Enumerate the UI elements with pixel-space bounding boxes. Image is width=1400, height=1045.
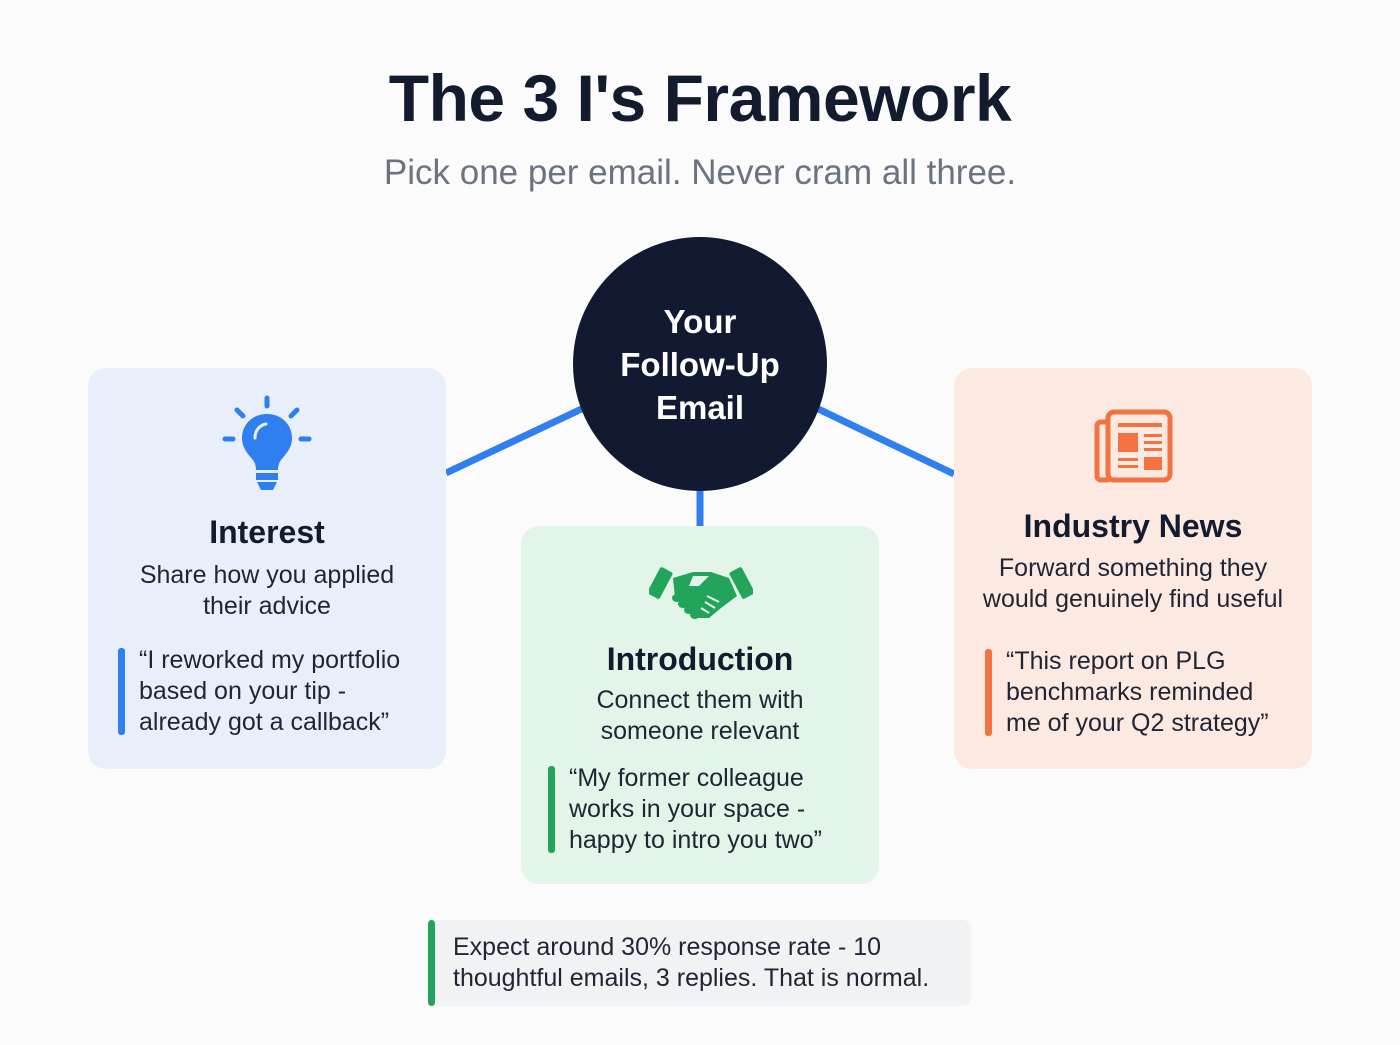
- desc-line: Share how you applied: [139, 561, 395, 589]
- quote-line: “I reworked my portfolio: [139, 646, 401, 674]
- quote-line: “This report on PLG: [1006, 647, 1226, 675]
- note-accent-bar: [428, 920, 435, 1006]
- card-industry-news: Industry News Forward something they wou…: [954, 368, 1312, 769]
- quote-accent-bar: [985, 649, 992, 736]
- handshake-icon: [649, 567, 753, 619]
- card-title: Industry News: [1023, 508, 1243, 544]
- quote-line: happy to intro you two”: [569, 826, 822, 854]
- newspaper-icon: [1094, 409, 1173, 483]
- lightbulb-icon: [222, 395, 312, 490]
- note-line: thoughtful emails, 3 replies. That is no…: [453, 964, 930, 992]
- desc-line: their advice: [203, 592, 331, 620]
- connector-right: [808, 401, 956, 478]
- quote-accent-bar: [118, 648, 125, 735]
- card-description: Forward something they would genuinely f…: [964, 553, 1302, 615]
- quote-line: me of your Q2 strategy”: [1006, 709, 1269, 737]
- card-quote: “This report on PLG benchmarks reminded …: [985, 646, 1269, 739]
- card-description: Connect them with someone relevant: [531, 685, 869, 747]
- quote-line: already got a callback”: [139, 708, 390, 736]
- desc-line: Connect them with: [596, 686, 804, 714]
- card-interest: Interest Share how you applied their adv…: [88, 368, 446, 769]
- card-description: Share how you applied their advice: [98, 560, 436, 622]
- response-rate-note: Expect around 30% response rate - 10 tho…: [428, 920, 971, 1006]
- quote-line: “My former colleague: [569, 764, 804, 792]
- desc-line: would genuinely find useful: [982, 585, 1284, 613]
- note-line: Expect around 30% response rate - 10: [453, 933, 882, 961]
- quote-line: works in your space -: [569, 795, 806, 823]
- quote-line: based on your tip -: [139, 677, 347, 705]
- card-title: Introduction: [606, 641, 794, 677]
- connector-left: [444, 401, 592, 477]
- quote-line: benchmarks reminded: [1006, 678, 1254, 706]
- card-introduction: Introduction Connect them with someone r…: [521, 526, 879, 884]
- desc-line: Forward something they: [998, 554, 1268, 582]
- card-quote: “I reworked my portfolio based on your t…: [118, 645, 400, 738]
- hub-line: Follow-Up: [620, 345, 780, 383]
- desc-line: someone relevant: [600, 717, 800, 745]
- page-title: The 3 I's Framework: [388, 61, 1012, 135]
- hub-line: Email: [655, 388, 745, 426]
- hub-circle: Your Follow-Up Email: [573, 237, 827, 491]
- card-quote: “My former colleague works in your space…: [548, 763, 822, 856]
- quote-accent-bar: [548, 766, 555, 853]
- hub-line: Your: [663, 302, 737, 340]
- card-title: Interest: [209, 514, 325, 550]
- page-subtitle: Pick one per email. Never cram all three…: [383, 153, 1017, 192]
- note-text: Expect around 30% response rate - 10 tho…: [453, 932, 929, 994]
